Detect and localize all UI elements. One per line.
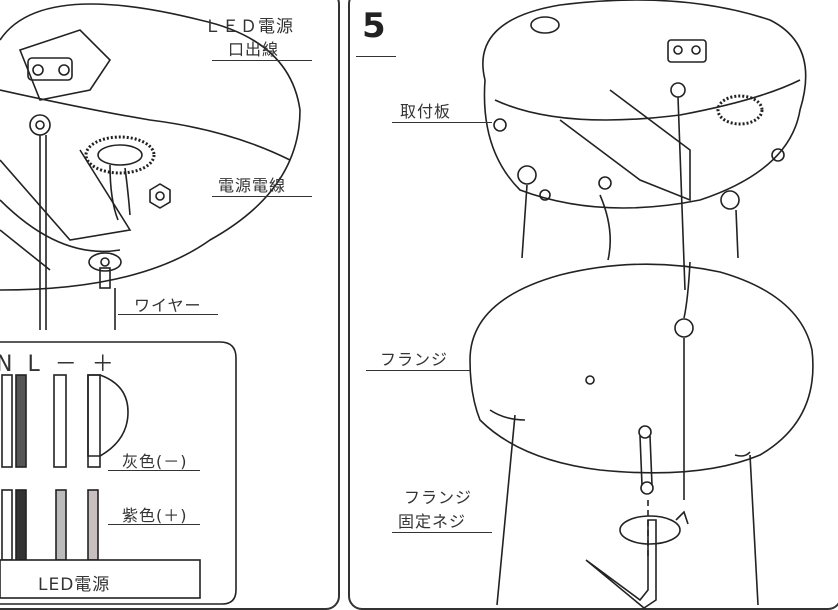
step-box-line xyxy=(356,56,396,57)
wiring-detail-box xyxy=(0,341,237,605)
label-gray-wire: 灰色(－) xyxy=(122,452,188,471)
label-led-box: LED電源 xyxy=(38,575,111,595)
step-number: 5 xyxy=(362,6,386,46)
label-purple-wire: 紫色(＋) xyxy=(122,506,188,525)
leader-power-wire xyxy=(212,196,312,197)
left-coil xyxy=(84,135,156,175)
label-mounting-plate: 取付板 xyxy=(400,102,452,121)
leader-wire xyxy=(118,314,218,315)
left-fixture-rim xyxy=(0,89,291,161)
label-wire: ワイヤー xyxy=(134,296,202,315)
leader-gray-wire xyxy=(108,470,200,471)
label-flange-screw-line1: フランジ xyxy=(404,488,473,507)
leader-purple-wire xyxy=(108,524,200,525)
label-flange-screw-line2: 固定ネジ xyxy=(398,512,467,531)
leader-flange-screw xyxy=(392,532,492,533)
label-terminals: N L － ＋ xyxy=(0,352,118,377)
led-power-box xyxy=(0,559,201,599)
label-led-power-line2: 口出線 xyxy=(228,40,280,59)
leader-mounting-plate xyxy=(392,122,492,123)
left-fixture-body xyxy=(0,3,301,291)
right-fixture-body xyxy=(482,0,807,209)
label-led-power-line1: ＬＥＤ電源 xyxy=(204,17,294,37)
label-power-wire: 電源電線 xyxy=(218,176,287,195)
leader-flange xyxy=(366,370,470,371)
flange-disc xyxy=(469,263,814,474)
left-center-bolt xyxy=(29,114,51,136)
hex-key xyxy=(585,519,657,609)
right-panel xyxy=(348,0,838,610)
label-flange: フランジ xyxy=(380,350,449,369)
leader-led-power xyxy=(212,60,312,61)
left-bracket xyxy=(18,29,112,101)
